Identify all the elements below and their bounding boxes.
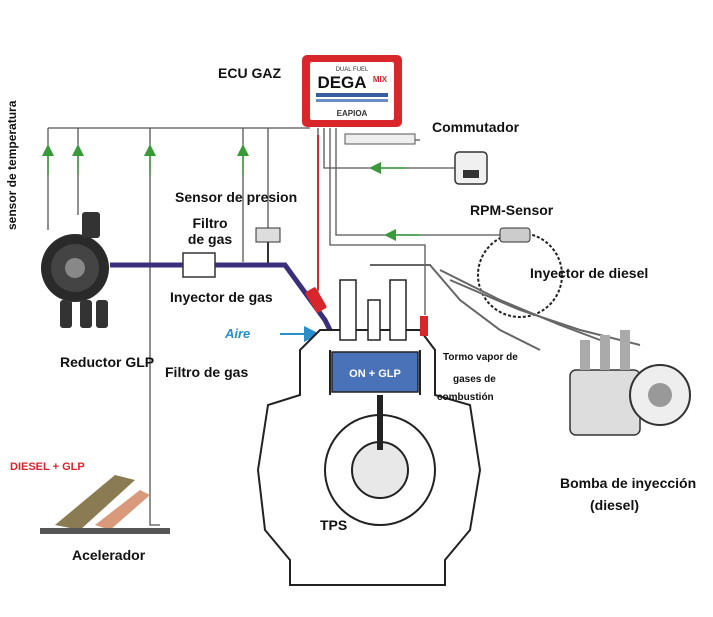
label-vapor-1: Tormo vapor de [443,352,518,363]
ecu-maker: EAPIOA [337,109,368,118]
label-gas-filter-top-1: Filtro [193,215,228,231]
label-rpm-sensor: RPM-Sensor [470,202,554,218]
label-pressure-sensor: Sensor de presion [175,189,297,205]
glp-reducer [41,212,109,328]
gas-filter [183,253,215,277]
diesel-injector-nozzle [420,316,428,336]
label-tps: TPS [320,517,347,533]
ecu-gaz-unit: DUAL FUEL DEGA MIX EAPIOA [302,55,402,127]
label-diesel-injector: Inyector de diesel [530,265,648,281]
label-commutator: Commutador [432,119,520,135]
label-ecu-gaz: ECU GAZ [218,65,281,81]
pressure-sensor [256,228,280,263]
label-diesel-glp: DIESEL + GLP [10,461,85,473]
commutator-switch [345,134,415,144]
label-gas-injector: Inyector de gas [170,289,273,305]
injection-pump [570,330,690,435]
label-accelerator: Acelerador [72,547,146,563]
label-air: Aire [224,326,250,341]
label-pump-1: Bomba de inyección [560,475,696,491]
label-glp-reducer: Reductor GLP [60,354,154,370]
label-piston: ON + GLP [349,368,401,380]
label-temp-sensor: sensor de temperatura [5,100,19,230]
valves [340,280,406,340]
label-vapor-3: combustión [437,392,494,403]
label-pump-2: (diesel) [590,497,639,513]
rpm-display-icon [455,152,487,184]
ecu-brand: DEGA [317,73,366,92]
label-vapor-2: gases de [453,374,496,385]
label-gas-filter-bottom: Filtro de gas [165,364,248,380]
label-gas-filter-top-2: de gas [188,231,233,247]
ecu-brand-mix: MIX [373,75,388,84]
